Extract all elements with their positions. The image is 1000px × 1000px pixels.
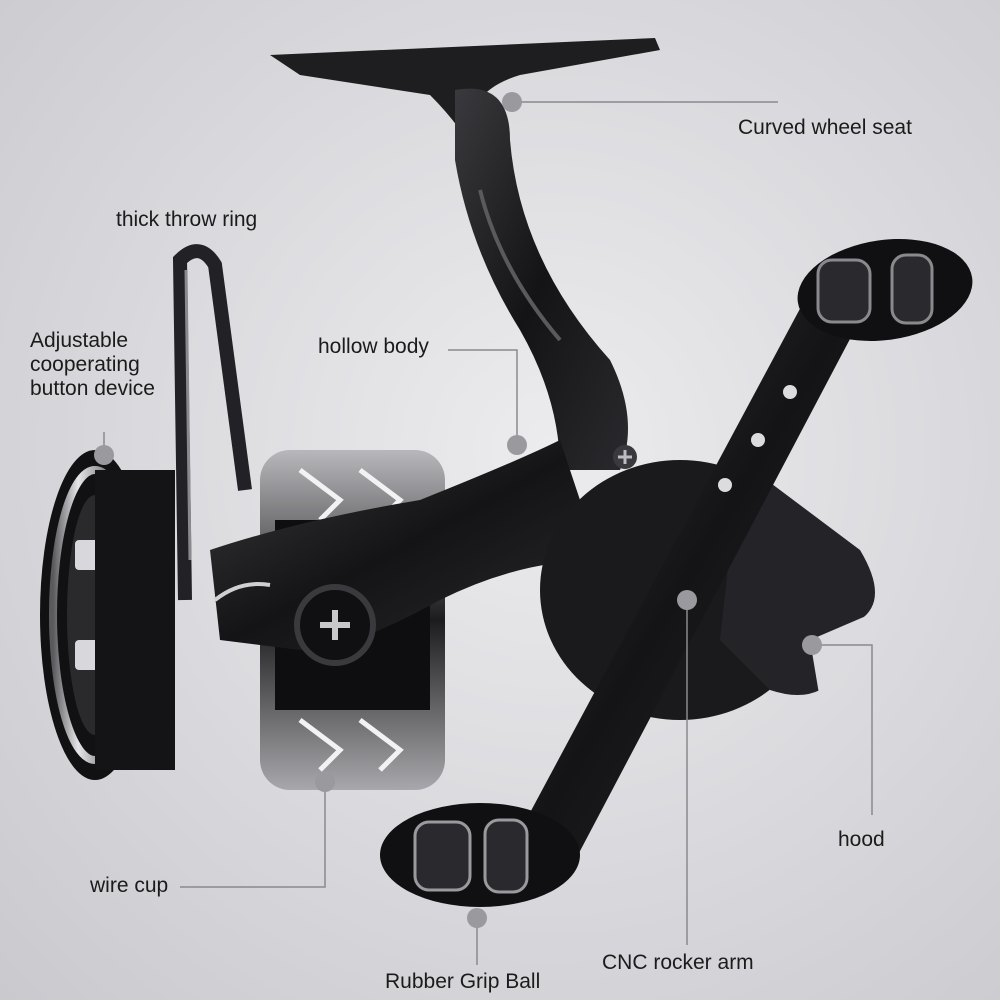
label-adjustable-line-2: cooperating	[30, 353, 140, 376]
label-curved-wheel-seat: Curved wheel seat	[738, 116, 912, 139]
rocker-arm	[510, 290, 860, 870]
label-cnc-rocker-arm: CNC rocker arm	[602, 951, 754, 974]
label-hollow-body: hollow body	[318, 335, 429, 358]
callouts	[103, 101, 873, 965]
label-rubber-grip-ball: Rubber Grip Ball	[385, 970, 541, 993]
bottom-grip-knob	[380, 803, 580, 907]
spool-front	[40, 450, 175, 780]
wheel-seat	[270, 38, 660, 471]
label-thick-throw-ring: thick throw ring	[116, 208, 258, 231]
label-adjustable-button-device: Adjustable cooperating button device	[30, 329, 200, 401]
label-adjustable-line-3: button device	[30, 377, 155, 400]
hollow-body	[210, 440, 600, 666]
throw-ring	[172, 244, 252, 601]
top-grip-knob	[797, 238, 973, 342]
label-hood: hood	[838, 828, 885, 851]
label-adjustable-line-1: Adjustable	[30, 329, 129, 352]
callout-dots	[94, 92, 822, 928]
label-wire-cup: wire cup	[90, 874, 169, 897]
